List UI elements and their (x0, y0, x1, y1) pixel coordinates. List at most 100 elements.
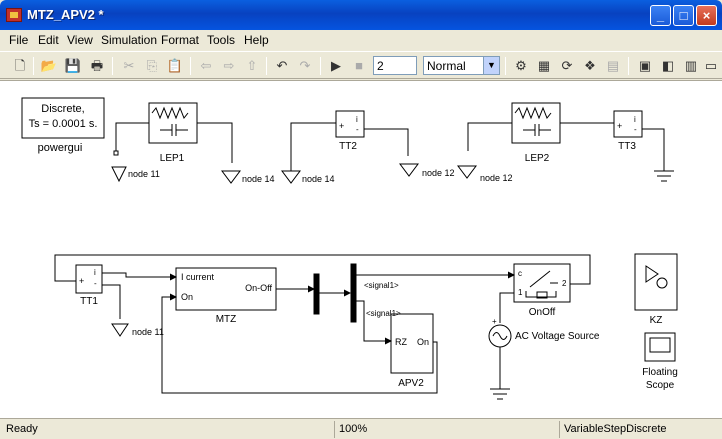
title-bar[interactable]: MTZ_APV2 * _ □ × (0, 0, 722, 30)
menu-edit[interactable]: Edit (38, 33, 59, 47)
mtz-block[interactable]: I current On On-Off MTZ (175, 267, 277, 325)
tt1-label: TT1 (80, 296, 98, 307)
kz-label: KZ (650, 315, 663, 326)
svg-text:i: i (634, 115, 636, 124)
copy-icon[interactable]: ⎘ (146, 58, 158, 73)
tt3-block[interactable]: + i - TT3 (613, 110, 643, 152)
powergui-label: powergui (38, 142, 83, 154)
up-icon[interactable]: ⇧ (246, 58, 258, 73)
svg-text:1: 1 (518, 288, 523, 297)
ac-source-label: AC Voltage Source (515, 331, 600, 342)
apv2-block[interactable]: RZ On APV2 (390, 313, 434, 389)
undo-icon[interactable]: ↶ (276, 58, 288, 73)
menu-view[interactable]: View (67, 33, 93, 47)
ground-icon (654, 170, 674, 182)
tt1-block[interactable]: + i - TT1 (75, 264, 103, 307)
paste-icon[interactable]: 📋 (166, 58, 184, 73)
kz-block[interactable]: KZ (634, 253, 678, 326)
mux-bar[interactable] (313, 273, 320, 315)
svg-text:2: 2 (562, 279, 567, 288)
close-button[interactable]: × (696, 5, 717, 26)
mtz-output-label: On-Off (245, 283, 272, 293)
save-icon[interactable]: 💾 (64, 58, 82, 73)
node-label: node 12 (480, 173, 513, 183)
model-explorer-icon[interactable]: ▣ (638, 58, 652, 73)
signal-label: <signal1> (366, 309, 401, 318)
menu-bar: File Edit View Simulation Format Tools H… (0, 30, 722, 50)
print-icon[interactable]: 🖶 (90, 58, 104, 73)
mtz-label: MTZ (216, 314, 237, 325)
block-diagram: Discrete, Ts = 0.0001 s. powergui LEP1 n… (21, 97, 678, 400)
menu-tools[interactable]: Tools (207, 33, 236, 47)
chevron-down-icon[interactable]: ▼ (483, 57, 499, 74)
stop-simulation-icon[interactable]: ■ (355, 58, 363, 73)
model-browser-icon[interactable]: ◧ (661, 58, 675, 73)
start-simulation-icon[interactable]: ▶ (331, 58, 341, 73)
tt2-label: TT2 (339, 141, 357, 152)
apv2-output-label: On (417, 337, 429, 347)
tt3-label: TT3 (618, 141, 636, 152)
floating-scope-block[interactable]: Floating Scope (642, 332, 678, 391)
status-solver: VariableStepDiscrete (559, 421, 719, 438)
svg-text:i: i (94, 268, 96, 277)
svg-text:+: + (339, 121, 344, 131)
redo-icon[interactable]: ↷ (299, 58, 311, 73)
mtz-input2-label: On (181, 292, 193, 302)
cut-icon[interactable]: ✂ (123, 58, 135, 73)
svg-text:c: c (518, 269, 522, 278)
toolbar: 🗋 📂 💾 🖶 ✂ ⎘ 📋 ⇦ ⇨ ⇧ ↶ ↷ ▶ ■ ⚙ ▦ ⟳ ❖ ▤ ▣ … (0, 51, 722, 79)
node-label: node 11 (132, 327, 164, 337)
ac-voltage-source-block[interactable]: + AC Voltage Source (488, 317, 600, 348)
debug-icon[interactable]: ▤ (606, 58, 620, 73)
svg-text:i: i (356, 115, 358, 124)
tt2-block[interactable]: + i - TT2 (335, 110, 365, 152)
maximize-button[interactable]: □ (673, 5, 694, 26)
open-icon[interactable]: 📂 (40, 58, 58, 73)
signal-label: <signal1> (364, 281, 399, 290)
lep1-label: LEP1 (160, 153, 185, 164)
svg-text:-: - (94, 279, 97, 288)
library-browser-icon[interactable]: ❖ (584, 58, 596, 73)
properties-icon[interactable]: ▥ (684, 58, 698, 73)
node-label: node 12 (422, 168, 455, 178)
toolbar-overflow-icon[interactable]: ▭ (704, 58, 718, 73)
forward-icon[interactable]: ⇨ (223, 58, 235, 73)
build-icon[interactable]: ⚙ (515, 58, 527, 73)
simulink-app-icon (6, 8, 22, 22)
window-title: MTZ_APV2 * (27, 7, 104, 22)
svg-text:-: - (356, 125, 359, 134)
menu-help[interactable]: Help (244, 33, 269, 47)
back-icon[interactable]: ⇦ (200, 58, 212, 73)
powergui-block[interactable]: Discrete, Ts = 0.0001 s. powergui (21, 97, 105, 154)
lep2-label: LEP2 (525, 153, 550, 164)
node-label: node 11 (128, 169, 160, 179)
svg-text:-: - (634, 125, 637, 134)
powergui-line2: Ts = 0.0001 s. (29, 118, 98, 130)
model-canvas[interactable]: Discrete, Ts = 0.0001 s. powergui LEP1 n… (0, 80, 722, 418)
simulation-mode-value: Normal (427, 59, 466, 73)
status-state: Ready (6, 423, 38, 435)
svg-text:+: + (492, 317, 497, 326)
mtz-input1-label: I current (181, 272, 215, 282)
node-label: node 14 (242, 174, 275, 184)
apv2-input-label: RZ (395, 337, 407, 347)
lep2-block[interactable]: LEP2 (511, 102, 561, 164)
refresh-icon[interactable]: ⟳ (561, 58, 573, 73)
new-model-icon[interactable]: 🗋 (14, 58, 26, 73)
lep1-block[interactable]: LEP1 (148, 102, 198, 164)
floating-scope-label1: Floating (642, 367, 678, 378)
bus-selector-bar[interactable] (350, 263, 357, 323)
floating-scope-label2: Scope (646, 380, 675, 391)
onoff-breaker-block[interactable]: c 1 2 OnOff (513, 263, 571, 318)
menu-format[interactable]: Format (161, 33, 200, 47)
apv2-label: APV2 (398, 378, 424, 389)
svg-text:+: + (617, 121, 622, 131)
stop-time-input[interactable]: 2 (373, 56, 417, 75)
minimize-button[interactable]: _ (650, 5, 671, 26)
menu-simulation[interactable]: Simulation (101, 33, 158, 47)
menu-file[interactable]: File (9, 33, 29, 47)
update-diagram-icon[interactable]: ▦ (537, 58, 551, 73)
simulation-mode-select[interactable]: Normal ▼ (423, 56, 500, 75)
node-label: node 14 (302, 174, 335, 184)
